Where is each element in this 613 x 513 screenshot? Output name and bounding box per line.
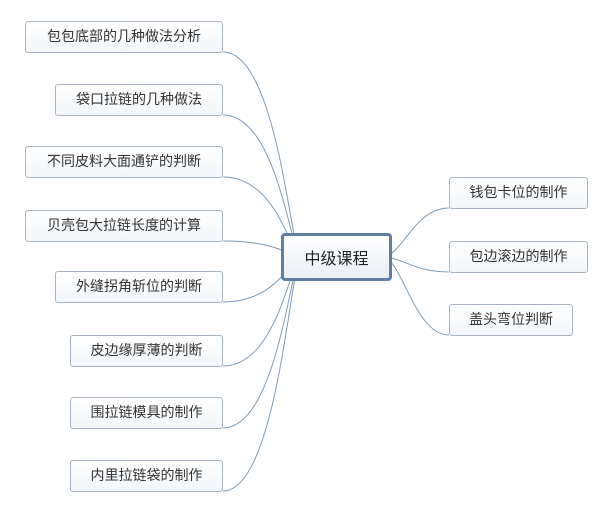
right-topic-3[interactable]: 盖头弯位判断	[449, 304, 573, 336]
central-topic[interactable]: 中级课程	[281, 233, 392, 281]
left-topic-6[interactable]: 皮边缘厚薄的判断	[70, 335, 223, 367]
connector-right-3	[381, 256, 450, 336]
connector-right-2	[381, 256, 450, 273]
left-topic-4[interactable]: 贝壳包大拉链长度的计算	[25, 210, 223, 242]
connector-right-1	[381, 207, 450, 258]
left-topic-8[interactable]: 内里拉链袋的制作	[70, 460, 223, 492]
left-topic-1[interactable]: 包包底部的几种做法分析	[25, 21, 223, 53]
right-topic-2[interactable]: 包边滚边的制作	[449, 241, 588, 273]
connector-left-1	[222, 51, 302, 258]
left-topic-2[interactable]: 袋口拉链的几种做法	[55, 84, 223, 116]
right-topic-1[interactable]: 钱包卡位的制作	[449, 177, 588, 209]
left-topic-3[interactable]: 不同皮料大面通铲的判断	[25, 146, 223, 178]
left-topic-7[interactable]: 围拉链模具的制作	[70, 397, 223, 429]
left-topic-5[interactable]: 外缝拐角斩位的判断	[55, 271, 223, 303]
